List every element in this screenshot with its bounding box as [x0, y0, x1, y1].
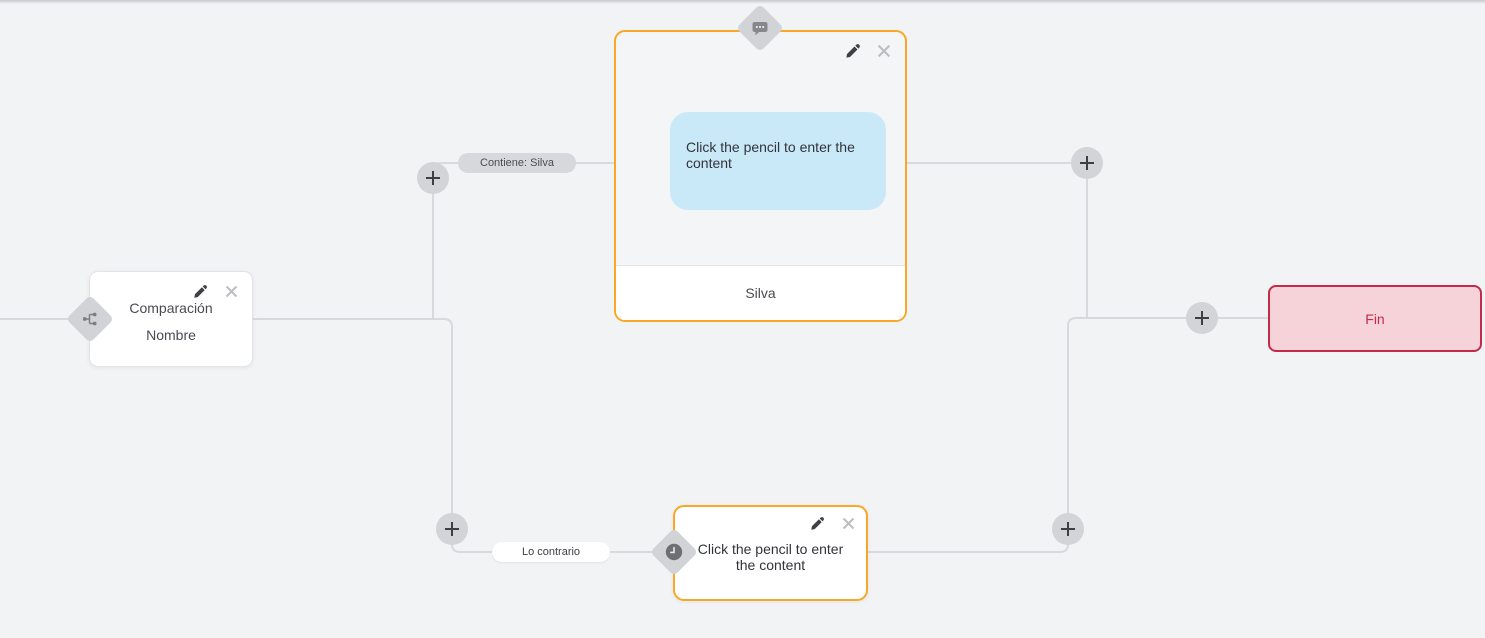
edge-condition-branch-down [253, 318, 675, 553]
condition-node-title: Comparación Nombre [90, 300, 252, 343]
condition-title: Comparación [129, 300, 213, 316]
close-icon[interactable] [222, 282, 240, 300]
message-icon [743, 11, 777, 45]
message-node-footer: Silva [616, 265, 905, 320]
add-node-button[interactable] [417, 162, 449, 194]
end-node[interactable]: Fin [1268, 285, 1482, 352]
edge-fallback-out [866, 317, 1270, 553]
condition-node[interactable]: Comparación Nombre [89, 271, 253, 367]
add-node-button[interactable] [1186, 302, 1218, 334]
end-node-label: Fin [1365, 310, 1385, 327]
add-node-button[interactable] [436, 513, 468, 545]
fallback-port-diamond[interactable] [649, 527, 699, 577]
message-port-diamond[interactable] [735, 3, 785, 53]
fallback-node[interactable]: Click the pencil to enter the content [673, 505, 868, 601]
condition-port-diamond[interactable] [65, 294, 115, 344]
close-icon[interactable] [839, 514, 857, 532]
message-node-body: Click the pencil to enter the content [616, 32, 905, 265]
edge-label-otherwise[interactable]: Lo contrario [492, 542, 610, 562]
condition-subtitle: Nombre [146, 327, 196, 343]
edge-condition-branch-up [432, 162, 616, 319]
clock-icon [657, 535, 691, 569]
message-bubble: Click the pencil to enter the content [670, 112, 886, 210]
add-node-button[interactable] [1052, 513, 1084, 545]
close-icon[interactable] [875, 42, 893, 60]
fallback-node-text: Click the pencil to enter the content [697, 541, 844, 573]
edge-label-contains[interactable]: Contiene: Silva [458, 153, 576, 173]
edit-pencil-icon[interactable] [191, 282, 209, 300]
edit-pencil-icon[interactable] [808, 514, 826, 532]
message-node[interactable]: Click the pencil to enter the content Si… [614, 30, 907, 322]
branch-icon [73, 302, 107, 336]
edge-message-out [906, 162, 1088, 318]
add-node-button[interactable] [1071, 147, 1103, 179]
edit-pencil-icon[interactable] [844, 42, 862, 60]
